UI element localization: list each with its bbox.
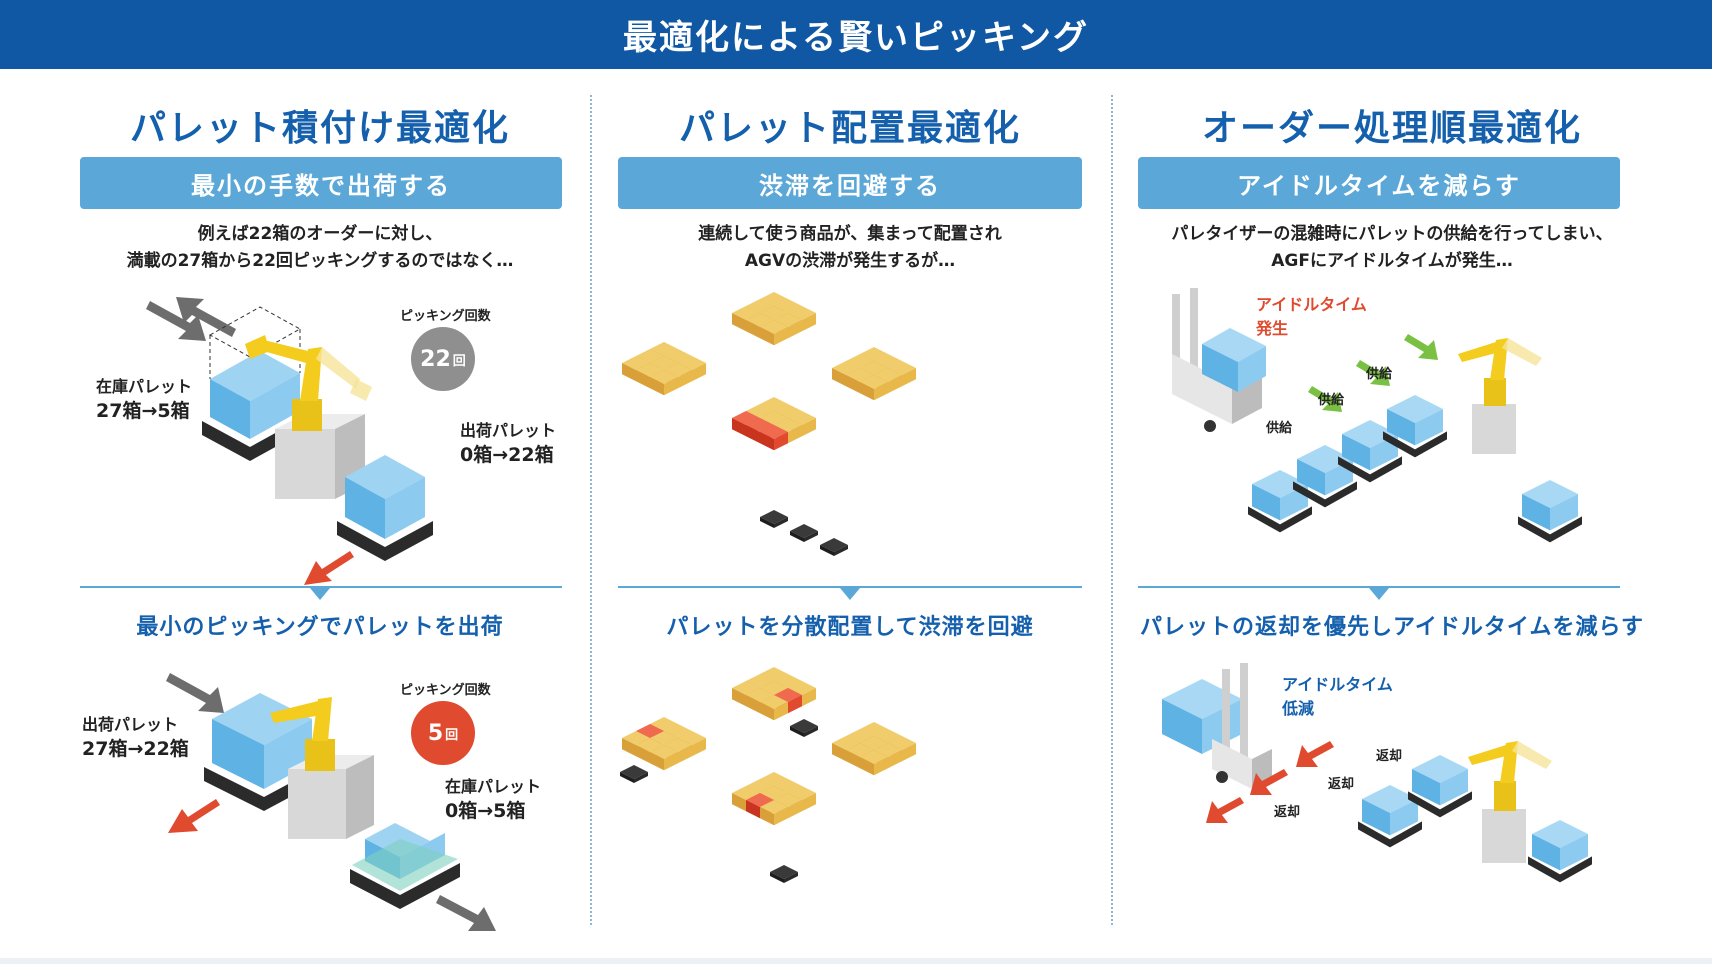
- return-label: 返却: [1274, 805, 1301, 820]
- shipping-pallet-count: 27箱→22箱: [82, 738, 189, 760]
- description-line: 満載の27箱から22回ピッキングするのではなく…: [126, 251, 514, 271]
- supply-label: 供給: [1318, 393, 1345, 408]
- warehouse-congestion-illustration: [622, 292, 916, 556]
- column-subtitle: アイドルタイムを減らす: [1237, 171, 1521, 200]
- agf-supply-illustration: [1172, 288, 1582, 543]
- result-heading: 最小のピッキングでパレットを出荷: [136, 615, 504, 640]
- return-label: 返却: [1376, 749, 1403, 764]
- robot-arm-icon: [245, 335, 372, 499]
- column-subtitle: 渋滞を回避する: [759, 171, 941, 200]
- column-pallet-placement: パレット配置最適化 渋滞を回避する 連続して使う商品が、集まって配置され AGV…: [600, 69, 1100, 949]
- supply-arrow-icon: [1308, 386, 1342, 412]
- idle-time-reduced-label: アイドルタイム 低減: [1282, 673, 1393, 721]
- outbound-arrow-icon: [176, 297, 236, 337]
- idle-time-status: 発生: [1256, 319, 1289, 338]
- return-label: 返却: [1328, 777, 1355, 792]
- stock-pallet-name: 在庫パレット: [96, 377, 193, 396]
- picking-count-label: ピッキング回数: [400, 683, 491, 698]
- idle-time-text: アイドルタイム: [1256, 295, 1367, 314]
- outbound-arrow-icon: [436, 895, 496, 931]
- result-heading: パレットを分散配置して渋滞を回避: [666, 615, 1034, 640]
- section-separator: [618, 586, 1082, 588]
- description-line: 連続して使う商品が、集まって配置され: [698, 224, 1002, 244]
- description-line: 例えば22箱のオーダーに対し、: [197, 224, 443, 244]
- shipping-pallet-name: 出荷パレット: [460, 421, 557, 440]
- supply-label: 供給: [1366, 367, 1393, 382]
- agf-forklift-icon: [1162, 663, 1272, 789]
- column-subtitle-bar: 渋滞を回避する: [618, 157, 1082, 209]
- idle-time-occurred-label: アイドルタイム 発生: [1256, 293, 1367, 341]
- shipping-pallet-label: 出荷パレット 0箱→22箱: [460, 419, 556, 467]
- column-subtitle: 最小の手数で出荷する: [191, 171, 451, 200]
- column-divider-2: [1111, 95, 1113, 925]
- picking-count-unit: 回: [452, 353, 466, 369]
- stock-pallet-count: 27箱→5箱: [96, 400, 190, 422]
- agf-return-illustration: [1162, 663, 1592, 883]
- column-title: オーダー処理順最適化: [1201, 108, 1582, 149]
- description-line: AGVの渋滞が発生するが…: [744, 251, 956, 271]
- stock-pallet-label: 在庫パレット 0箱→5箱: [445, 775, 541, 823]
- idle-time-text: アイドルタイム: [1282, 675, 1393, 694]
- stock-pallet-count: 0箱→5箱: [445, 800, 526, 822]
- stock-pallet-name: 在庫パレット: [445, 777, 542, 796]
- column-title: パレット積付け最適化: [129, 108, 510, 149]
- supply-arrow-icon: [1404, 334, 1438, 360]
- result-heading: パレットの返却を優先しアイドルタイムを減らす: [1139, 615, 1645, 640]
- down-triangle-icon: [1369, 588, 1389, 600]
- down-triangle-icon: [840, 588, 860, 600]
- ship-out-arrow-icon: [304, 551, 354, 585]
- shipping-pallet-count: 0箱→22箱: [460, 444, 554, 466]
- description-line: AGFにアイドルタイムが発生…: [1271, 251, 1513, 271]
- idle-time-status: 低減: [1282, 699, 1315, 718]
- return-arrow-icon: [1206, 797, 1244, 823]
- supply-arrow-icon: [1356, 360, 1390, 386]
- column-title: パレット配置最適化: [678, 108, 1021, 149]
- column-description: パレタイザーの混雑時にパレットの供給を行ってしまい、 AGFにアイドルタイムが発…: [1122, 221, 1662, 275]
- column-order-sequence: オーダー処理順最適化 アイドルタイムを減らす パレタイザーの混雑時にパレットの供…: [1122, 69, 1662, 949]
- ship-out-arrow-icon: [168, 799, 220, 833]
- shipping-pallet-icon: [204, 693, 320, 811]
- palletizing-illustration-top: [146, 297, 433, 585]
- robot-arm-icon: [1468, 741, 1552, 863]
- column-pallet-loading: パレット積付け最適化 最小の手数で出荷する 例えば22箱のオーダーに対し、 満載…: [60, 69, 580, 949]
- column-subtitle-bar: 最小の手数で出荷する: [80, 157, 562, 209]
- warehouse-distributed-illustration: [620, 667, 916, 883]
- supply-label: 供給: [1266, 421, 1293, 436]
- column-divider-1: [590, 95, 592, 925]
- shipping-pallet-icon: [337, 455, 433, 561]
- stock-pallet-icon: [350, 823, 460, 909]
- column-description: 例えば22箱のオーダーに対し、 満載の27箱から22回ピッキングするのではなく…: [60, 221, 580, 275]
- return-arrow-icon: [1296, 741, 1334, 767]
- agf-forklift-icon: [1172, 288, 1266, 432]
- return-arrow-icon: [1250, 769, 1288, 795]
- page-title: 最適化による賢いピッキング: [0, 0, 1712, 69]
- palletizing-illustration-bottom: [166, 673, 496, 931]
- inbound-arrow-icon: [146, 301, 206, 341]
- column-description: 連続して使う商品が、集まって配置され AGVの渋滞が発生するが…: [600, 221, 1100, 275]
- stock-pallet-label: 在庫パレット 27箱→5箱: [96, 375, 192, 423]
- column-subtitle-bar: アイドルタイムを減らす: [1138, 157, 1620, 209]
- picking-count-value: 22: [420, 346, 451, 372]
- down-triangle-icon: [310, 588, 330, 600]
- picking-count-value: 5: [427, 720, 444, 746]
- robot-arm-icon: [1458, 338, 1542, 454]
- picking-count-unit: 回: [445, 727, 459, 743]
- shipping-pallet-name: 出荷パレット: [82, 715, 179, 734]
- footer-strip: [0, 958, 1712, 964]
- inbound-arrow-icon: [166, 673, 224, 713]
- picking-count-label: ピッキング回数: [400, 309, 491, 324]
- robot-arm-icon: [270, 697, 374, 839]
- section-separator: [80, 586, 562, 588]
- description-line: パレタイザーの混雑時にパレットの供給を行ってしまい、: [1171, 224, 1613, 244]
- shipping-pallet-label: 出荷パレット 27箱→22箱: [82, 713, 189, 761]
- section-separator: [1138, 586, 1620, 588]
